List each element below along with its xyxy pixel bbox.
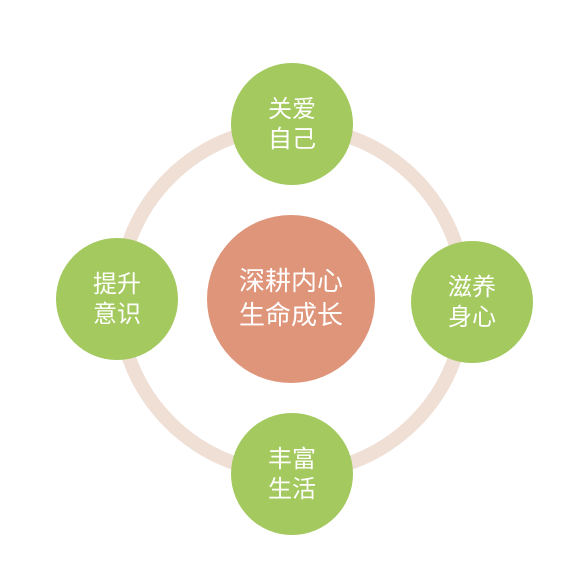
node-right-label-line-1: 滋养 bbox=[448, 273, 496, 301]
center-label-line-1: 深耕内心 bbox=[238, 267, 343, 297]
node-bottom-label-line-2: 生活 bbox=[268, 475, 316, 503]
node-top-label-line-1: 关爱 bbox=[268, 95, 316, 123]
center-circle: 深耕内心 生命成长 bbox=[207, 215, 375, 383]
center-label-line-2: 生命成长 bbox=[238, 301, 343, 331]
node-right: 滋养 身心 bbox=[411, 241, 533, 363]
node-top-label-line-2: 自己 bbox=[268, 125, 316, 153]
node-right-label-line-2: 身心 bbox=[448, 303, 496, 331]
node-left-label-line-1: 提升 bbox=[93, 270, 141, 298]
node-left: 提升 意识 bbox=[56, 238, 178, 360]
node-bottom: 丰富 生活 bbox=[231, 413, 353, 535]
node-bottom-label-line-1: 丰富 bbox=[268, 445, 316, 473]
node-top: 关爱 自己 bbox=[231, 63, 353, 185]
node-left-label-line-2: 意识 bbox=[93, 300, 141, 328]
